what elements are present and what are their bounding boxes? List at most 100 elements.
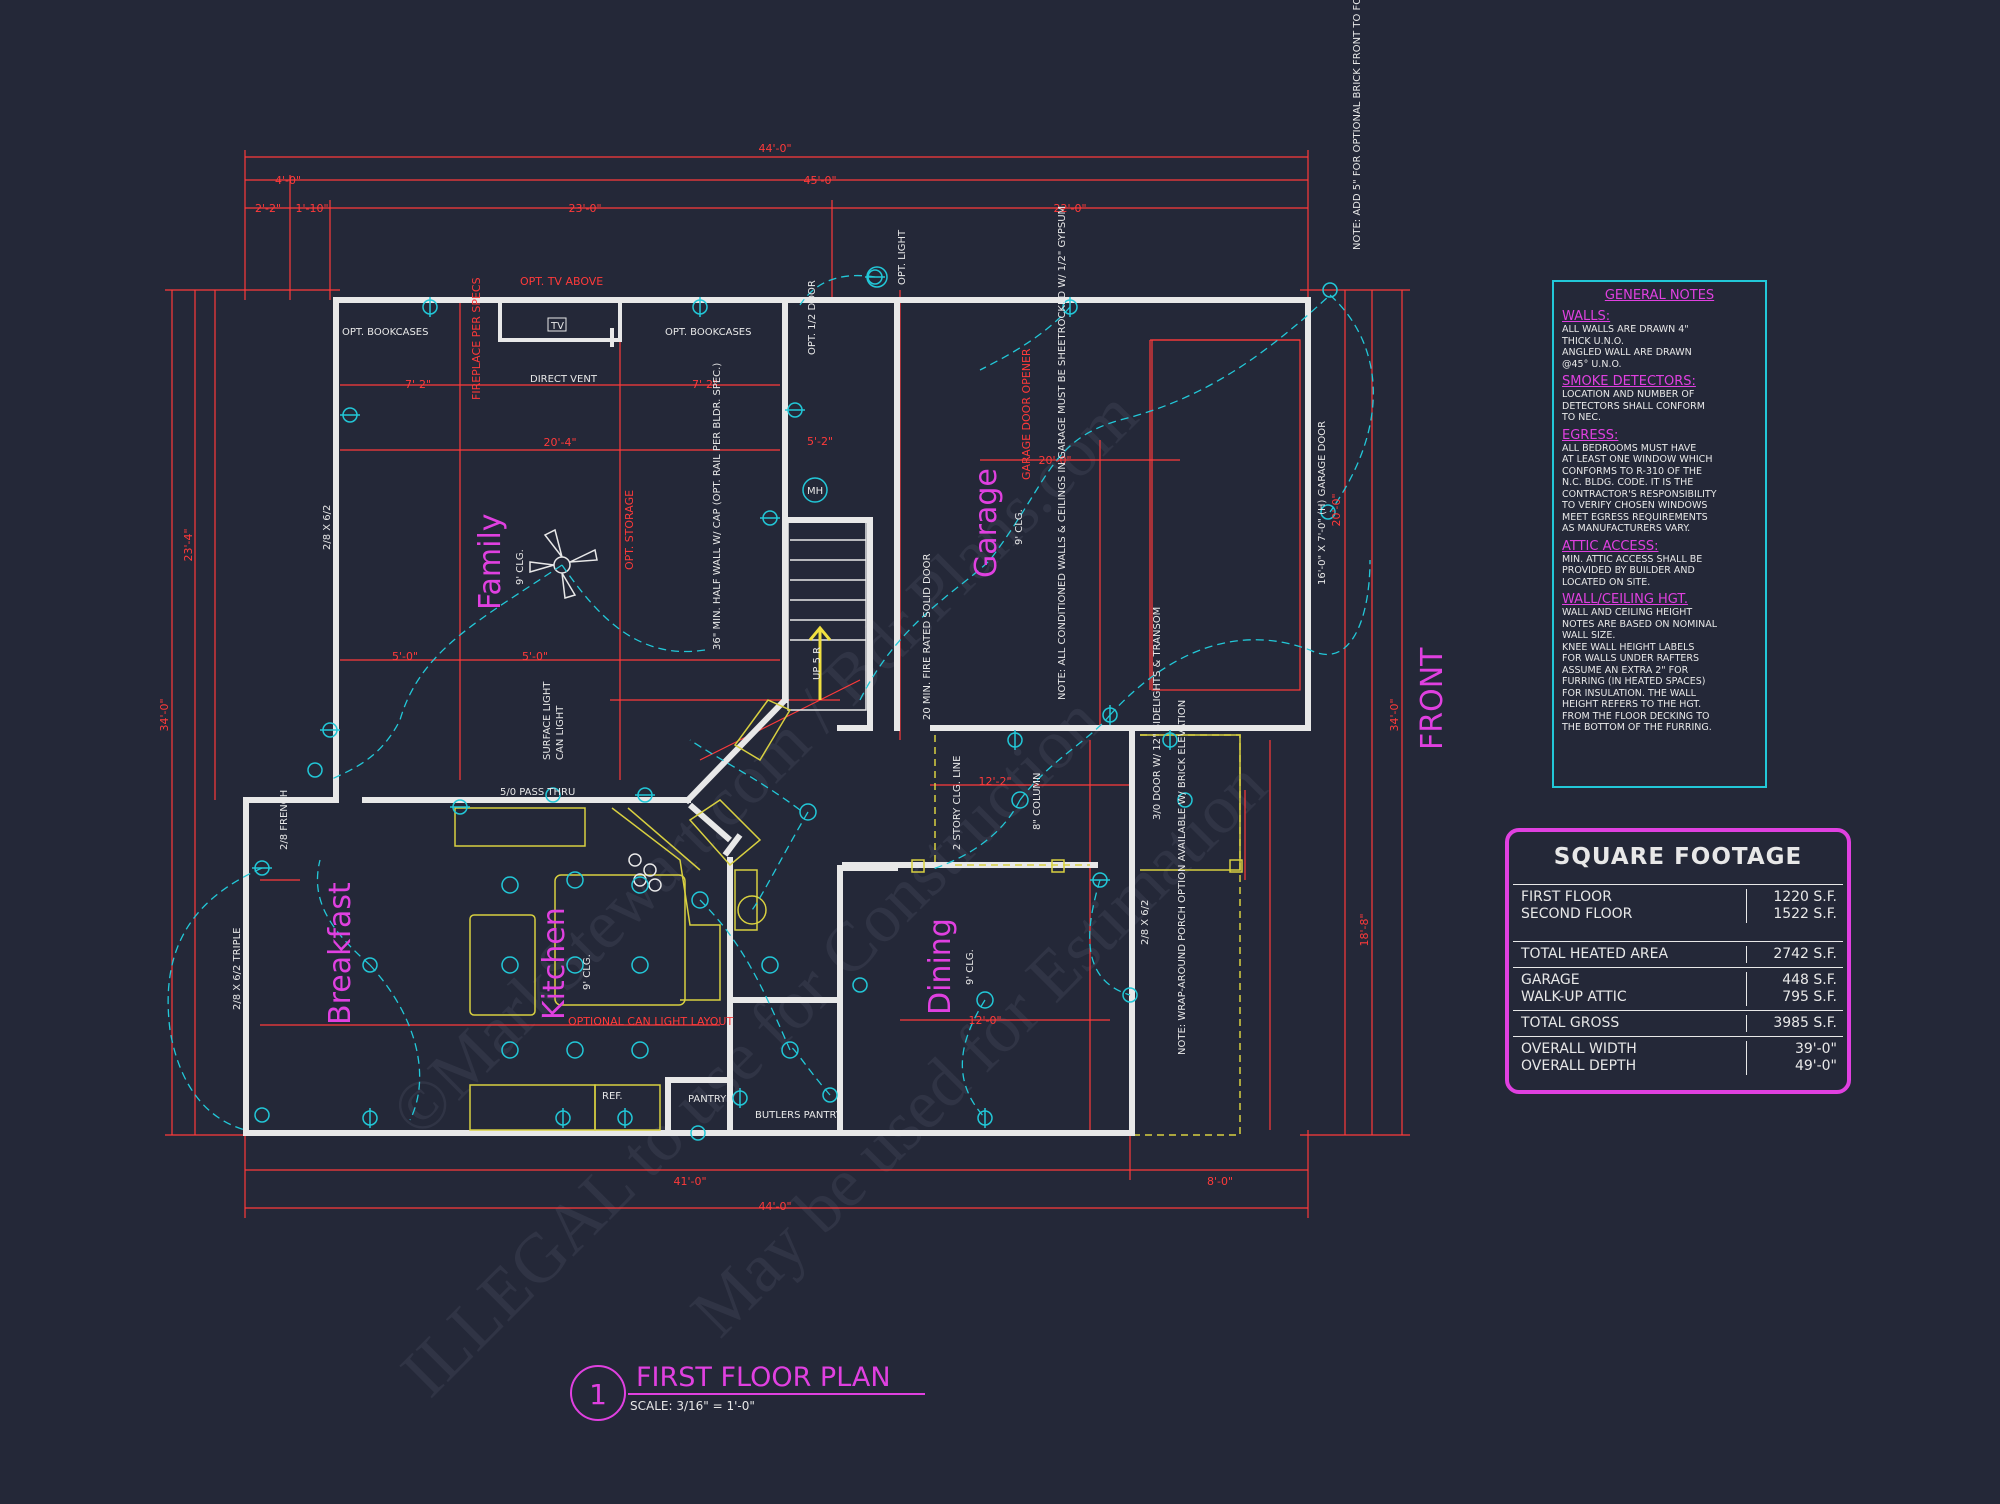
note-opt-door: OPT. 1/2 DOOR	[807, 280, 818, 355]
notes-section-heading: ATTIC ACCESS:	[1562, 538, 1659, 554]
sf-row-value: 3985 S.F.	[1746, 1015, 1843, 1032]
dim-top-4: 4'-0"	[275, 174, 301, 187]
note-porch: NOTE: WRAP-AROUND PORCH OPTION AVAILABLE…	[1177, 700, 1188, 1055]
dim-top-overall: 44'-0"	[758, 142, 791, 155]
switch-wiring	[167, 275, 1374, 1131]
dim-bottom-41: 41'-0"	[673, 1175, 706, 1188]
note-kitchen-clg: 9' CLG.	[582, 954, 593, 990]
note-fireplace: FIREPLACE PER SPECS	[470, 277, 483, 400]
dim-12-2: 12'-2"	[978, 775, 1011, 788]
notes-line: FOR WALLS UNDER RAFTERS	[1562, 653, 1700, 664]
notes-line: AT LEAST ONE WINDOW WHICH	[1562, 454, 1713, 465]
notes-line: LOCATED ON SITE.	[1562, 576, 1651, 588]
notes-line: FOR INSULATION. THE WALL	[1562, 687, 1696, 699]
ceiling-fan-icon	[529, 528, 598, 599]
electrical-devices	[252, 266, 1338, 1141]
title-number: 1	[589, 1378, 607, 1411]
sf-row-label: TOTAL HEATED AREA	[1521, 946, 1669, 962]
dim-20-4: 20'-4"	[543, 436, 576, 449]
sf-row-value: 1522 S.F.	[1746, 906, 1843, 923]
notes-line: FURRING (IN HEATED SPACES)	[1562, 676, 1706, 687]
notes-line: PROVIDED BY BUILDER AND	[1562, 565, 1695, 576]
note-opt-light: OPT. LIGHT	[897, 229, 908, 285]
sf-group: TOTAL GROSS 3985 S.F.	[1513, 1011, 1843, 1037]
note-ref: REF.	[602, 1091, 623, 1102]
notes-line: HEIGHT REFERS TO THE HGT.	[1562, 699, 1702, 710]
notes-line: DETECTORS SHALL CONFORM	[1562, 400, 1705, 412]
note-garage-door: 16'-0" X 7'-0" (H) GARAGE DOOR	[1317, 421, 1328, 585]
dim-right-18-8: 18'-8"	[1358, 913, 1371, 946]
note-window-family: 2/8 X 6/2	[322, 505, 333, 550]
dim-7-2-a: 7'-2"	[405, 378, 431, 391]
note-mh: MH	[807, 486, 823, 497]
sf-row-label: TOTAL GROSS	[1521, 1015, 1620, 1031]
room-kitchen: Kitchen	[537, 907, 572, 1020]
notes-section-heading: WALL/CEILING HGT.	[1562, 592, 1688, 607]
room-dining: Dining	[923, 918, 958, 1015]
sf-row-label: FIRST FLOOR	[1521, 889, 1612, 905]
note-pass-thru: 5/0 PASS THRU	[500, 787, 575, 798]
note-fire-door: 20 MIN. FIRE RATED SOLID DOOR	[922, 554, 933, 720]
note-window-dining: 2/8 X 6/2	[1140, 900, 1151, 945]
sf-row-label: OVERALL DEPTH	[1521, 1058, 1637, 1074]
watermark: ©MarkStewart.com / Bdr.Plans.com ILLEGAL…	[377, 376, 1281, 1411]
general-notes-panel: GENERAL NOTES WALLS:ALL WALLS ARE DRAWN …	[1552, 280, 1767, 788]
dim-left-23-4: 23'-4"	[182, 528, 195, 561]
note-butlers-pantry: BUTLERS PANTRY	[755, 1110, 843, 1121]
room-breakfast: Breakfast	[323, 882, 358, 1025]
dim-top-23: 23'-0"	[568, 202, 601, 215]
sf-row-value: 49'-0"	[1746, 1058, 1843, 1075]
square-footage-title: SQUARE FOOTAGE	[1553, 844, 1803, 870]
note-opt-bookcases-right: OPT. BOOKCASES	[665, 327, 751, 338]
note-column: 8" COLUMN	[1032, 773, 1043, 831]
sf-row-label: OVERALL WIDTH	[1521, 1041, 1637, 1057]
notes-line: CONFORMS TO R-310 OF THE	[1562, 465, 1703, 477]
note-half-wall: 36" MIN. HALF WALL W/ CAP (OPT. RAIL PER…	[712, 363, 723, 650]
kitchen-fixtures	[454, 807, 767, 1131]
dim-top-45: 45'-0"	[803, 174, 836, 187]
notes-line: ALL WALLS ARE DRAWN 4"	[1562, 324, 1689, 335]
notes-line: MIN. ATTIC ACCESS SHALL BE	[1562, 553, 1703, 565]
sf-row-value: 448 S.F.	[1746, 972, 1843, 989]
notes-line: WALL AND CEILING HEIGHT	[1562, 607, 1693, 618]
notes-line: ALL BEDROOMS MUST HAVE	[1562, 442, 1697, 454]
dim-5-2: 5'-2"	[807, 435, 833, 448]
notes-section-heading: WALLS:	[1562, 309, 1611, 324]
note-front: NOTE: ADD 5" FOR OPTIONAL BRICK FRONT TO…	[1352, 0, 1363, 250]
note-family-clg: 9' CLG.	[515, 549, 526, 585]
notes-line: N.C. BLDG. CODE. IT IS THE	[1562, 477, 1694, 488]
dim-top-22: 22'-0"	[1053, 202, 1086, 215]
note-opt-bookcases-left: OPT. BOOKCASES	[342, 327, 428, 338]
note-opt-tv-above: OPT. TV ABOVE	[520, 275, 603, 288]
notes-line: WALL SIZE.	[1562, 630, 1616, 641]
notes-line: FROM THE FLOOR DECKING TO	[1562, 710, 1710, 722]
dim-5-0-b: 5'-0"	[522, 650, 548, 663]
note-tv: TV	[550, 321, 564, 332]
notes-line: KNEE WALL HEIGHT LABELS	[1562, 641, 1695, 653]
annotations: OPT. TV ABOVE OPT. BOOKCASES OPT. BOOKCA…	[232, 0, 1363, 1121]
dimension-labels: 44'-0" 45'-0" 4'-0" 2'-2" 1'-10" 23'-0" …	[158, 142, 1401, 1213]
notes-line: AS MANUFACTURERS VARY.	[1562, 523, 1691, 534]
notes-line: THE BOTTOM OF THE FURRING.	[1562, 722, 1712, 733]
plan-title-block: 1 FIRST FLOOR PLAN SCALE: 3/16" = 1'-0"	[570, 1362, 925, 1421]
sf-row: OVERALL DEPTH 49'-0"	[1521, 1058, 1843, 1075]
note-front-door: 3/0 DOOR W/ 12" SIDELIGHTS & TRANSOM	[1152, 607, 1163, 820]
dim-bottom-overall: 44'-0"	[758, 1200, 791, 1213]
general-notes-sections: WALLS:ALL WALLS ARE DRAWN 4"THICK U.N.O.…	[1562, 309, 1757, 734]
dim-top-2-2: 2'-2"	[255, 202, 281, 215]
dim-left-34: 34'-0"	[158, 698, 171, 731]
note-can-light: CAN LIGHT	[555, 705, 566, 760]
note-garage-clg: 9' CLG.	[1014, 509, 1025, 545]
note-surface-light: SURFACE LIGHT	[542, 681, 553, 760]
notes-line: TO VERIFY CHOSEN WINDOWS	[1562, 500, 1708, 511]
note-triple-window: 2/8 X 6/2 TRIPLE	[232, 928, 243, 1011]
